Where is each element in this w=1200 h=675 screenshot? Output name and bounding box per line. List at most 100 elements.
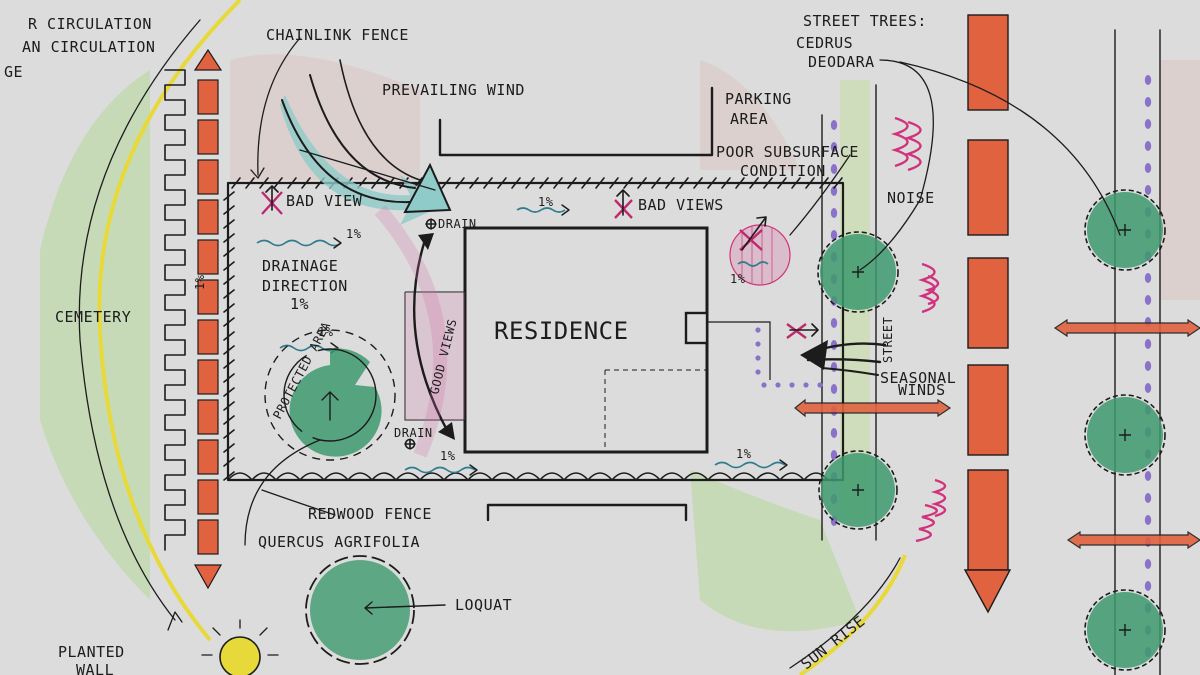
pedestrian-dot: [1144, 515, 1152, 525]
street-tree-center-mark: [852, 266, 864, 278]
street-tree-outline: [1084, 394, 1166, 476]
west-road-block: [197, 439, 219, 475]
chainlink-hatch: [833, 177, 843, 189]
chainlink-hatch: [223, 261, 235, 271]
street-trees-label-2: CEDRUS: [796, 34, 853, 52]
redwood-fence-label: REDWOOD FENCE: [308, 505, 432, 523]
pedestrian-dot: [755, 327, 761, 333]
redwood-fence-lower-rail: [486, 503, 688, 522]
chainlink-hatch: [223, 471, 235, 481]
seasonal-winds-arrows: [800, 340, 887, 376]
chainlink-hatch: [637, 177, 647, 189]
west-road-block: [197, 159, 219, 195]
pedestrian-dot: [755, 369, 761, 375]
drain-label-bottom: DRAIN: [394, 426, 433, 440]
chainlink-hatch: [223, 303, 235, 313]
chainlink-hatch: [749, 177, 759, 189]
pedestrian-dot: [1144, 339, 1152, 349]
pedestrian-dot: [1144, 493, 1152, 503]
pedestrian-dot: [1144, 119, 1152, 129]
chainlink-hatch: [223, 275, 235, 285]
quercus-tree: [264, 329, 396, 461]
chainlink-hatch: [665, 177, 675, 189]
street-tree-outline: [1084, 189, 1166, 271]
chainlink-hatch: [223, 233, 235, 243]
bad-view-arrows: [265, 185, 819, 337]
pedestrian-dot: [755, 355, 761, 361]
chainlink-hatch: [567, 177, 577, 189]
west-road-block: [197, 279, 219, 315]
street-trees-label-3: DEODARA: [808, 53, 875, 71]
pedestrian-dot: [830, 164, 838, 174]
chainlink-hatch: [223, 443, 235, 453]
chainlink-hatch: [679, 177, 689, 189]
chainlink-hatch: [223, 429, 235, 439]
pedestrian-dot: [755, 341, 761, 347]
chainlink-hatch: [223, 345, 235, 355]
loquat-label: LOQUAT: [455, 596, 512, 614]
street-tree-outline: [818, 450, 898, 530]
chainlink-hatch: [539, 177, 549, 189]
pedestrian-circulation-legend: AN CIRCULATION: [22, 38, 155, 56]
chainlink-hatch: [791, 177, 801, 189]
west-road-block: [197, 359, 219, 395]
chainlink-hatch: [287, 177, 297, 189]
chainlink-hatch: [223, 457, 235, 467]
street-tree-center-mark: [1119, 429, 1131, 441]
west-road-block: [197, 479, 219, 515]
chainlink-hatch: [805, 177, 815, 189]
pedestrian-dot: [830, 318, 838, 328]
pedestrian-dot: [830, 428, 838, 438]
edge-legend: GE: [4, 63, 23, 81]
chainlink-hatch: [553, 177, 563, 189]
pedestrian-dot: [830, 120, 838, 130]
pedestrian-dot: [830, 384, 838, 394]
pedestrian-dot: [1144, 163, 1152, 173]
west-road-block: [197, 239, 219, 275]
residence-label: RESIDENCE: [494, 317, 629, 345]
west-road-arrow: [193, 48, 223, 590]
chainlink-hatch: [223, 247, 235, 257]
east-road-block: [967, 257, 1009, 349]
street-trees: [817, 189, 1166, 671]
chainlink-hatch: [455, 177, 465, 189]
chainlink-hatch: [511, 177, 521, 189]
chainlink-hatch: [223, 191, 235, 201]
chainlink-hatch: [469, 177, 479, 189]
pedestrian-dot: [1144, 581, 1152, 591]
street-label: STREET: [881, 317, 895, 363]
slope-label-f: 1%: [730, 272, 746, 286]
poor-subsurface-label-1: POOR SUBSURFACE: [716, 143, 859, 161]
chainlink-hatch: [735, 177, 745, 189]
west-road-block: [197, 79, 219, 115]
slope-label-b: 1%: [346, 227, 362, 241]
sun-rise-arc: [798, 554, 907, 675]
bad-views-label: BAD VIEWS: [638, 196, 724, 214]
parking-area-label-2: AREA: [730, 110, 768, 128]
cemetery-boundary-curve: [97, 0, 242, 642]
loquat-tree: [305, 555, 446, 665]
drainage-direction-label-2: DIRECTION: [262, 277, 348, 295]
pedestrian-dot: [1144, 559, 1152, 569]
street-tree-outline: [817, 231, 899, 313]
pedestrian-dot: [1144, 97, 1152, 107]
chainlink-hatch: [223, 331, 235, 341]
slope-label-g: 1%: [193, 274, 207, 290]
pedestrian-dot: [1144, 471, 1152, 481]
chainlink-hatch: [651, 177, 661, 189]
cemetery-label: CEMETERY: [55, 308, 131, 326]
west-road-block: [197, 119, 219, 155]
pedestrian-dot: [830, 142, 838, 152]
chainlink-hatch: [223, 373, 235, 383]
chainlink-hatch: [223, 205, 235, 215]
chainlink-hatch: [693, 177, 703, 189]
chainlink-hatch: [595, 177, 605, 189]
seasonal-winds-label-1: SEASONAL: [880, 369, 956, 387]
street-tree-center-mark: [852, 484, 864, 496]
pedestrian-dot: [803, 382, 809, 388]
drainage-direction-label-1: DRAINAGE: [262, 257, 338, 275]
parking-outline: [438, 86, 714, 157]
prevailing-wind-arrow: [280, 59, 452, 225]
